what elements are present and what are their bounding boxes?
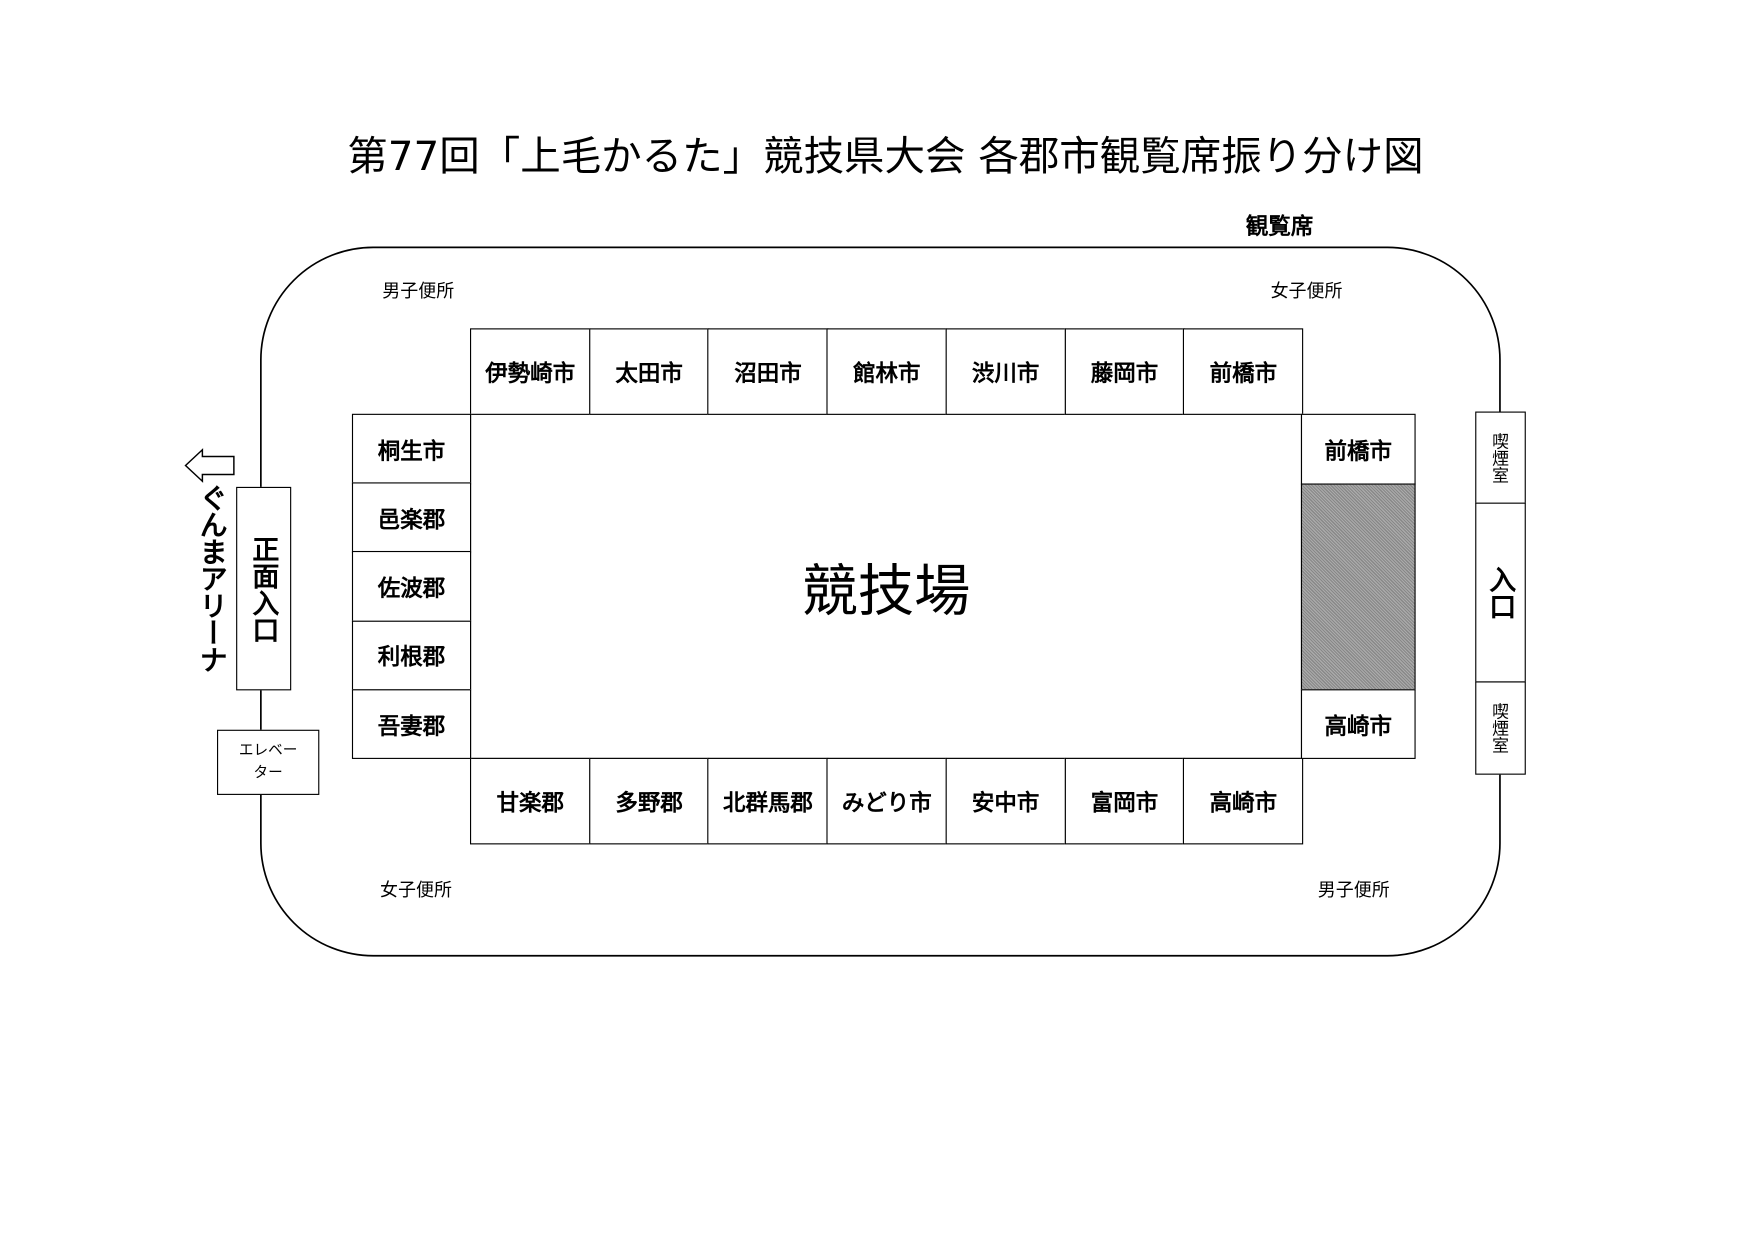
smoking-room-top: 喫煙室 bbox=[1475, 411, 1526, 504]
main-entrance: 正面入口 bbox=[236, 486, 292, 691]
side-entrance-label: 入口 bbox=[1484, 565, 1516, 620]
seat-bottom-5: 富岡市 bbox=[1064, 757, 1185, 845]
seat-left-0: 桐生市 bbox=[351, 413, 472, 485]
seat-bottom-2: 北群馬郡 bbox=[707, 757, 829, 845]
competition-field: 競技場 bbox=[469, 413, 1303, 759]
smoking-room-label: 喫煙室 bbox=[1489, 432, 1511, 483]
smoking-room-bottom: 喫煙室 bbox=[1475, 681, 1526, 775]
seat-right-top: 前橋市 bbox=[1300, 413, 1416, 485]
reserved-area bbox=[1300, 483, 1416, 691]
seat-top-2: 沼田市 bbox=[707, 328, 829, 415]
seating-label: 観覧席 bbox=[1245, 212, 1314, 240]
restroom-women-bottom-left: 女子便所 bbox=[380, 879, 453, 901]
page-title: 第77回「上毛かるた」競技県大会 各郡市観覧席振り分け図 bbox=[347, 133, 1424, 180]
seat-top-5: 藤岡市 bbox=[1064, 328, 1185, 415]
seat-bottom-4: 安中市 bbox=[945, 757, 1066, 845]
seat-bottom-0: 甘楽郡 bbox=[469, 757, 591, 845]
arrow-left-icon bbox=[184, 448, 235, 483]
elevator-label-1: エレベー bbox=[238, 742, 298, 759]
smoking-room-label: 喫煙室 bbox=[1489, 702, 1511, 754]
seat-top-3: 館林市 bbox=[826, 328, 948, 415]
seat-bottom-6: 高崎市 bbox=[1183, 757, 1304, 845]
seat-left-1: 邑楽郡 bbox=[351, 482, 472, 554]
restroom-men-top-left: 男子便所 bbox=[382, 279, 455, 302]
seat-bottom-3: みどり市 bbox=[826, 757, 948, 845]
seat-left-2: 佐波郡 bbox=[351, 551, 472, 622]
elevator-label-2: ター bbox=[253, 764, 283, 782]
elevator: エレベー ター bbox=[217, 729, 320, 795]
seat-right-bottom: 高崎市 bbox=[1300, 689, 1416, 759]
seat-top-1: 太田市 bbox=[588, 328, 710, 415]
seat-top-0: 伊勢崎市 bbox=[469, 328, 591, 415]
arena-direction-label: ぐんまアリーナ bbox=[195, 483, 229, 673]
seat-bottom-1: 多野郡 bbox=[588, 757, 710, 845]
side-entrance: 入口 bbox=[1475, 502, 1526, 683]
main-entrance-label: 正面入口 bbox=[247, 534, 279, 643]
restroom-men-bottom-right: 男子便所 bbox=[1317, 879, 1390, 901]
restroom-women-top-right: 女子便所 bbox=[1270, 279, 1343, 302]
seat-left-3: 利根郡 bbox=[351, 620, 472, 691]
seat-top-6: 前橋市 bbox=[1183, 328, 1304, 415]
seat-top-4: 渋川市 bbox=[945, 328, 1066, 415]
seat-left-4: 吾妻郡 bbox=[351, 689, 472, 760]
